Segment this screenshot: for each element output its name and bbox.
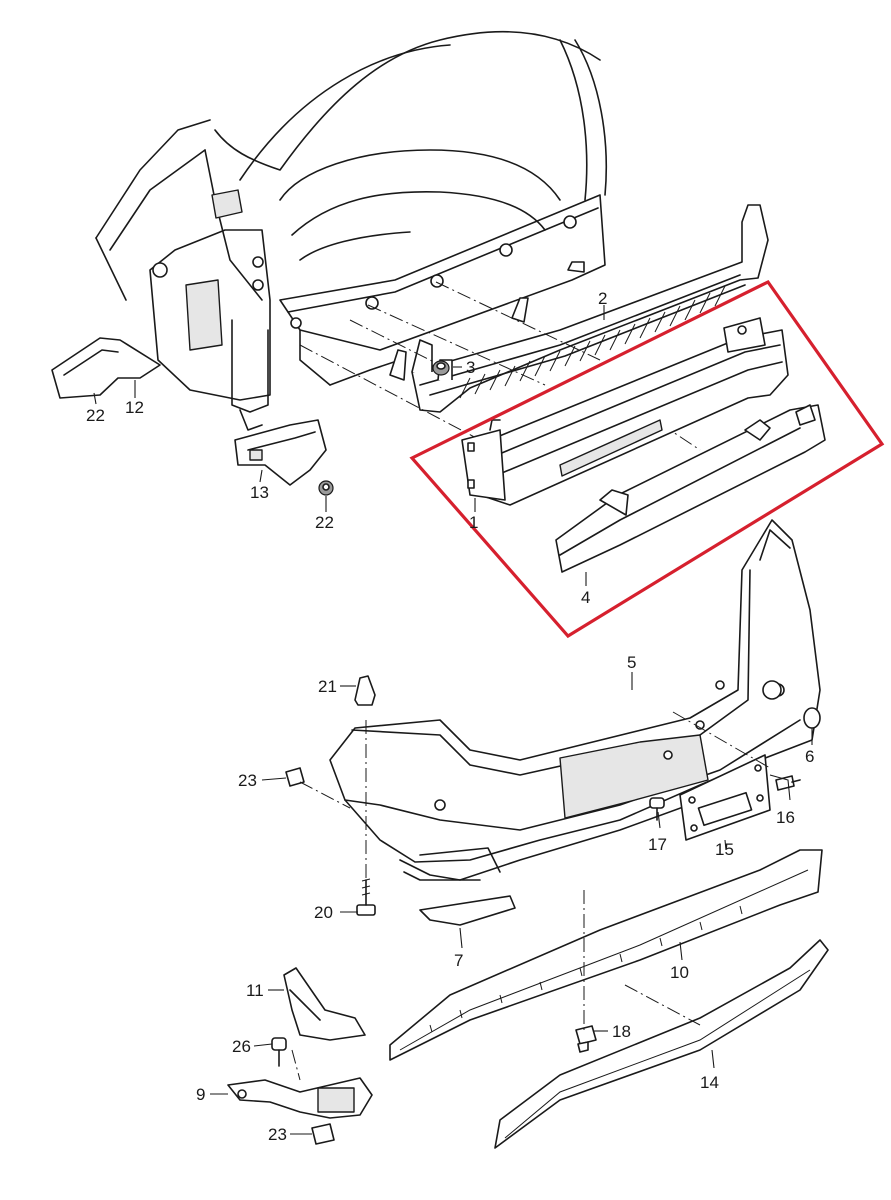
callout-4: 4: [581, 588, 590, 607]
part-4-energy-absorber: [555, 404, 826, 573]
callout-10: 10: [670, 963, 689, 982]
part-26-screw: [271, 1037, 287, 1067]
part-3-nut: [432, 360, 450, 376]
highlight-frame: [409, 279, 885, 639]
part-11-bracket: [283, 967, 366, 1041]
callout-23-top: 23: [238, 771, 257, 790]
callout-17: 17: [648, 835, 667, 854]
part-12-bracket: [51, 337, 161, 399]
part-6-cap: [803, 707, 821, 729]
part-7-trim: [419, 895, 516, 926]
callout-3: 3: [466, 358, 475, 377]
rear-body-panel: [95, 30, 608, 431]
part-10-lower-trim: [389, 849, 823, 1061]
part-9-guide: [227, 1077, 373, 1119]
callout-2: 2: [598, 289, 607, 308]
callout-18: 18: [612, 1022, 631, 1041]
callout-13: 13: [250, 483, 269, 502]
callout-11: 11: [246, 981, 264, 1000]
callout-1: 1: [469, 513, 478, 532]
leader-lines: [93, 305, 813, 1135]
callout-22-center: 22: [315, 513, 334, 532]
callout-26: 26: [232, 1037, 251, 1056]
part-14-lower-spoiler: [494, 939, 829, 1149]
callout-16: 16: [776, 808, 795, 827]
part-1-reinforcement: [461, 317, 789, 506]
callout-14: 14: [700, 1073, 719, 1092]
part-23-clip-bottom: [311, 1123, 335, 1145]
callout-9: 9: [196, 1085, 205, 1104]
callout-20: 20: [314, 903, 333, 922]
callout-23-bottom: 23: [268, 1125, 287, 1144]
part-5-bumper-cover: [329, 519, 821, 881]
callout-21: 21: [318, 677, 337, 696]
callout-22-left: 22: [86, 406, 105, 425]
callout-15: 15: [715, 840, 734, 859]
part-15-plate-bracket: [679, 754, 771, 841]
callout-5: 5: [627, 653, 636, 672]
part-13-bracket: [234, 419, 327, 486]
callout-6: 6: [805, 747, 814, 766]
callout-12: 12: [125, 398, 144, 417]
fasteners: [86, 377, 801, 1053]
callout-7: 7: [454, 951, 463, 970]
